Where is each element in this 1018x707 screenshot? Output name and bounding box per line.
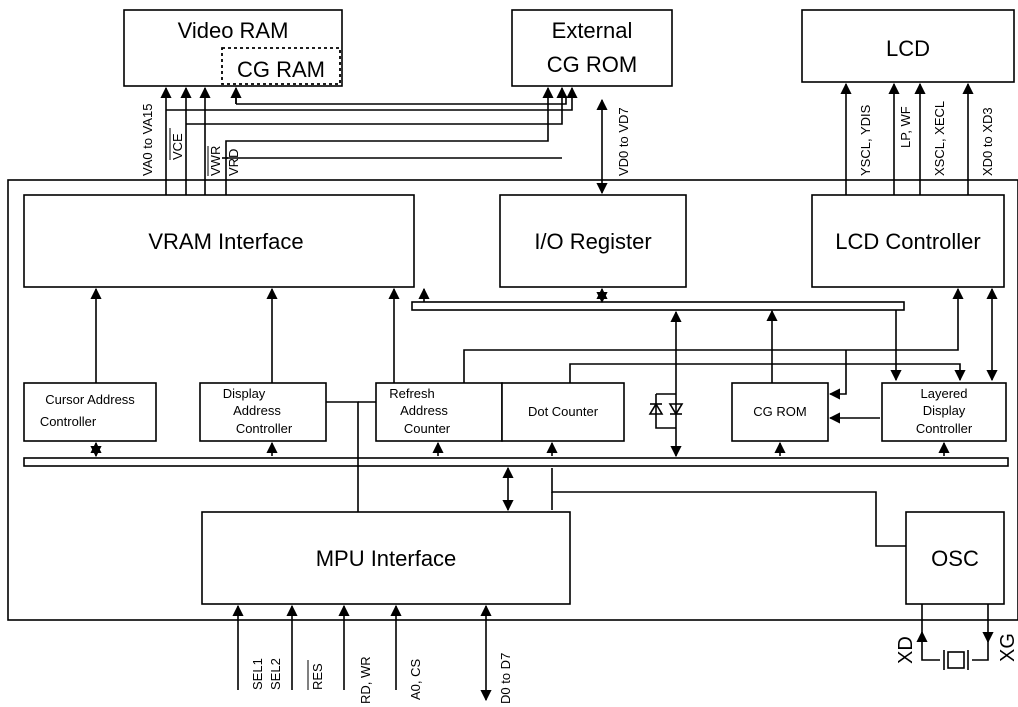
yscl-label: YSCL, YDIS bbox=[858, 104, 873, 176]
cursor-address-label-1: Cursor Address bbox=[45, 392, 135, 407]
refresh-address-label-1: Refresh bbox=[389, 386, 435, 401]
osc-block bbox=[905, 511, 1005, 605]
lcd-controller-block bbox=[811, 194, 1005, 288]
lcd-label: LCD bbox=[886, 36, 930, 61]
cg-rom-label: CG ROM bbox=[753, 404, 806, 419]
vram-interface-block bbox=[23, 194, 415, 288]
lcd-block bbox=[801, 9, 1015, 83]
xscl-label: XSCL, XECL bbox=[932, 101, 947, 176]
vwr-label: VWR bbox=[208, 146, 223, 176]
io-register-block bbox=[499, 194, 687, 288]
xd-label: XD bbox=[895, 636, 917, 664]
sel2-label: SEL2 bbox=[268, 658, 283, 690]
sel1-label: SEL1 bbox=[250, 658, 265, 690]
layered-display-label-3: Controller bbox=[916, 421, 973, 436]
refresh-address-label-3: Counter bbox=[404, 421, 451, 436]
display-address-label-3: Controller bbox=[236, 421, 293, 436]
layered-display-label-1: Layered bbox=[921, 386, 968, 401]
refresh-address-label-2: Address bbox=[400, 403, 448, 418]
cg-rom-block bbox=[731, 382, 829, 442]
mpu-interface-block bbox=[201, 511, 571, 605]
display-address-label-2: Address bbox=[233, 403, 281, 418]
vram-interface-label: VRAM Interface bbox=[148, 229, 303, 254]
cursor-address-label-2: Controller bbox=[40, 414, 97, 429]
d0-d7-label: D0 to D7 bbox=[498, 653, 513, 704]
a0-cs-label: A0, CS bbox=[408, 658, 423, 700]
va-to-cgrom bbox=[166, 86, 578, 111]
lower-internal-bus bbox=[23, 457, 1009, 467]
cg-ram-region bbox=[221, 47, 341, 85]
cg-ram-label: CG RAM bbox=[237, 57, 325, 82]
cursor-address-controller-block bbox=[23, 382, 157, 442]
vce-label: VCE bbox=[170, 133, 185, 160]
layered-display-label-2: Display bbox=[923, 403, 966, 418]
video-ram-block bbox=[123, 9, 343, 87]
crystal-icon bbox=[947, 651, 965, 669]
xd0-label: XD0 to XD3 bbox=[980, 107, 995, 176]
mpu-interface-label: MPU Interface bbox=[316, 546, 457, 571]
va-label: VA0 to VA15 bbox=[140, 103, 155, 176]
chip-boundary bbox=[7, 179, 1018, 621]
upper-internal-bus bbox=[411, 301, 905, 311]
display-address-label-1: Display bbox=[223, 386, 266, 401]
video-ram-label: Video RAM bbox=[178, 18, 289, 43]
refresh-address-counter-block bbox=[375, 382, 503, 442]
vrd-label: VRD bbox=[226, 149, 241, 176]
res-label: RES bbox=[310, 663, 325, 690]
vrd-line bbox=[225, 86, 554, 195]
external-cg-rom-label-2: CG ROM bbox=[547, 52, 637, 77]
rd-wr-label: RD, WR bbox=[358, 656, 373, 704]
diode-right-icon bbox=[668, 403, 684, 416]
io-register-label: I/O Register bbox=[534, 229, 651, 254]
lcd-controller-label: LCD Controller bbox=[835, 229, 981, 254]
osc-label: OSC bbox=[931, 546, 979, 571]
dot-counter-label: Dot Counter bbox=[528, 404, 599, 419]
layered-display-controller-block bbox=[881, 382, 1007, 442]
external-cg-rom-block bbox=[511, 9, 673, 87]
dot-counter-block bbox=[501, 382, 625, 442]
diode-left-icon bbox=[648, 402, 664, 415]
display-address-controller-block bbox=[199, 382, 327, 442]
vd-label: VD0 to VD7 bbox=[616, 107, 631, 176]
xg-label: XG bbox=[997, 633, 1018, 662]
external-cg-rom-label-1: External bbox=[552, 18, 633, 43]
vce-to-cgrom bbox=[186, 86, 568, 125]
lp-label: LP, WF bbox=[898, 106, 913, 148]
